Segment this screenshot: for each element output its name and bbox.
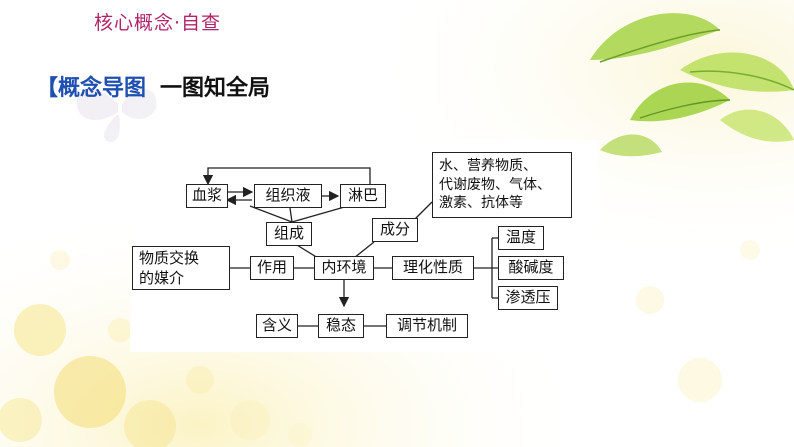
connector-composition-lymph	[291, 205, 349, 223]
connector-lymph-to-plasma	[202, 167, 371, 186]
node-meaning: 含义	[256, 314, 298, 338]
bokeh-circles-right	[636, 240, 760, 402]
node-tissue-fluid: 组织液	[254, 184, 322, 208]
node-temperature: 温度	[498, 226, 544, 250]
section-bracket-label: 【概念导图	[36, 76, 147, 101]
connector-composition-plasma	[249, 205, 293, 223]
concept-map-connectors	[202, 167, 498, 327]
node-osmotic-pressure: 渗透压	[498, 286, 558, 310]
leaf-cluster-icon	[590, 13, 794, 157]
connector-bracket	[491, 237, 498, 299]
node-physicochemical: 理化性质	[392, 256, 474, 280]
node-components: 成分	[372, 218, 418, 242]
section-heading: 【概念导图一图知全局	[36, 70, 270, 102]
node-exchange-medium: 物质交换 的媒介	[132, 246, 230, 290]
node-function: 作用	[250, 256, 294, 280]
node-blood-plasma: 血浆	[186, 184, 228, 208]
concept-map: 血浆 组织液 淋巴 组成 成分 水、营养物质、 代谢废物、气体、 激素、抗体等 …	[130, 140, 598, 352]
page-header-title: 核心概念·自查	[94, 12, 222, 34]
node-homeostasis: 稳态	[318, 314, 364, 338]
section-subtitle: 一图知全局	[160, 76, 271, 101]
connector-components-internal	[353, 241, 375, 259]
node-ph: 酸碱度	[498, 256, 564, 280]
node-lymph: 淋巴	[340, 184, 386, 208]
connector-composition-tissue	[289, 207, 293, 223]
node-regulation: 调节机制	[386, 314, 468, 338]
node-internal-environment: 内环境	[314, 256, 374, 280]
node-components-detail: 水、营养物质、 代谢废物、气体、 激素、抗体等	[432, 152, 572, 218]
node-composition: 组成	[266, 222, 312, 246]
connector-components-detail	[413, 201, 433, 221]
